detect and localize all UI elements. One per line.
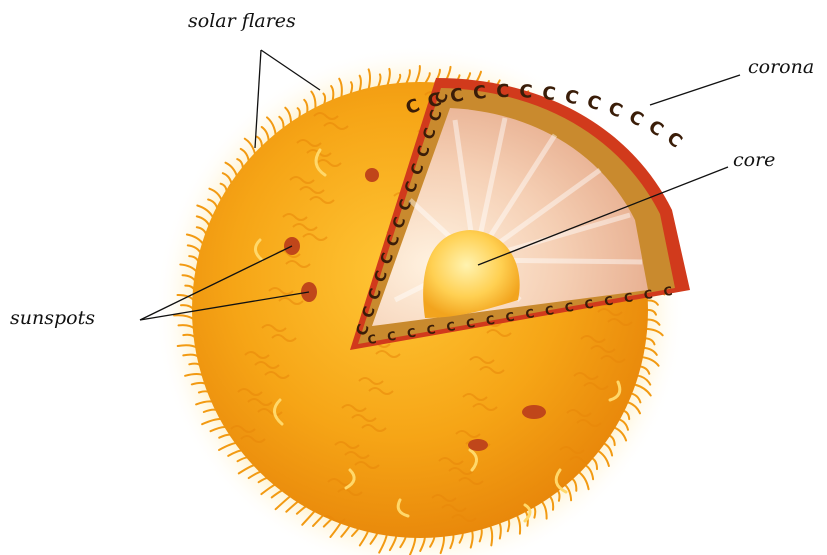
convection-cell: C [496,81,510,102]
sunspot [365,168,379,182]
convection-cell: C [625,106,647,131]
sunspot [468,439,488,451]
granule [220,107,244,113]
convection-cell: C [605,98,626,123]
granule [200,87,224,93]
convection-cell: C [584,91,603,115]
leader-line-corona [650,75,740,105]
label-sunspots: sunspots [10,309,95,328]
convection-cell: C [663,128,686,153]
convection-cell: C [519,81,533,103]
label-corona: corona [748,58,814,77]
convection-cell: C [472,82,488,104]
granule [210,97,234,103]
label-core: core [733,151,775,170]
convection-cell: C [644,116,667,141]
sunspot [522,405,546,419]
label-solar-flares: solar flares [188,12,296,31]
